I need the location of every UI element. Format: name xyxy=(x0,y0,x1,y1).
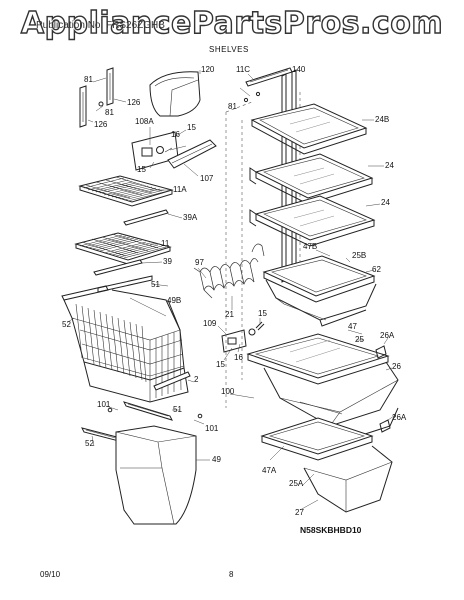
callout-26a: 26A xyxy=(392,413,407,422)
part-126-left-bracket xyxy=(79,67,127,128)
callout-62: 62 xyxy=(372,265,381,274)
callout-47: 47 xyxy=(348,322,357,331)
callout-24: 24 xyxy=(385,161,394,170)
part-24b-glass-shelf xyxy=(250,103,374,155)
callout-11: 11 xyxy=(161,239,170,248)
part-24-glass-shelf-2 xyxy=(249,195,381,247)
part-107-cover-strip xyxy=(167,139,217,177)
callout-39a: 39A xyxy=(183,213,198,222)
part-120-dairy-bin xyxy=(149,70,201,117)
part-11-wire-shelf xyxy=(74,232,172,265)
part-49-bin xyxy=(81,401,210,525)
part-39a-glide-strip xyxy=(123,209,183,226)
callout-97: 97 xyxy=(195,258,204,267)
callout-21: 21 xyxy=(225,310,234,319)
part-39-glide-strip xyxy=(93,259,163,276)
callout-126: 126 xyxy=(127,98,141,107)
callout-140: 140 xyxy=(292,65,306,74)
callout-25a: 25A xyxy=(289,479,304,488)
part-109-thermostat xyxy=(217,318,265,361)
callout-25b: 25B xyxy=(352,251,367,260)
callout-107: 107 xyxy=(200,174,214,183)
part-27-bottom-crisper xyxy=(260,415,395,513)
callout-81: 81 xyxy=(105,108,114,117)
callout-16: 16 xyxy=(234,353,243,362)
callout-24: 24 xyxy=(381,198,390,207)
callout-52: 52 xyxy=(62,320,71,329)
callout-15: 15 xyxy=(258,309,267,318)
callout-108a: 108A xyxy=(135,117,154,126)
callout-49: 49 xyxy=(212,455,221,464)
page-number: 8 xyxy=(229,570,234,579)
part-108a-control-housing xyxy=(131,127,187,171)
callout-26a: 26A xyxy=(380,331,395,340)
part-47b-small-crisper xyxy=(262,249,377,327)
part-49b-wire-basket xyxy=(61,275,189,403)
section-title: SHELVES xyxy=(209,45,249,54)
part-97-heater-coil xyxy=(193,243,265,310)
model-code: N58SKBHBD10 xyxy=(300,525,362,535)
callout-39: 39 xyxy=(163,257,172,266)
callout-81: 81 xyxy=(84,75,93,84)
callout-2: 2 xyxy=(194,375,199,384)
callout-81: 81 xyxy=(228,102,237,111)
part-47-large-crisper xyxy=(229,329,399,445)
callout-126: 126 xyxy=(94,120,108,129)
callout-15: 15 xyxy=(137,165,146,174)
watermark: AppliancePartsPros.com xyxy=(20,5,444,41)
callout-49b: 49B xyxy=(167,296,182,305)
part-11a-wire-shelf xyxy=(78,175,174,207)
callout-16: 16 xyxy=(171,130,180,139)
callout-11a: 11A xyxy=(173,185,187,194)
callout-27: 27 xyxy=(295,508,304,517)
callout-51: 51 xyxy=(173,405,182,414)
callout-47b: 47B xyxy=(303,242,318,251)
callout-109: 109 xyxy=(203,319,217,328)
callout-52: 52 xyxy=(85,439,94,448)
callout-120: 120 xyxy=(201,65,215,74)
callout-100: 100 xyxy=(221,387,235,396)
callout-47a: 47A xyxy=(262,466,277,475)
callout-51: 51 xyxy=(151,280,160,289)
publication-header: Publication No. FRS26ZGHB xyxy=(36,20,165,31)
footer-date: 09/10 xyxy=(40,570,61,579)
callout-24b: 24B xyxy=(375,115,390,124)
callout-15: 15 xyxy=(216,360,225,369)
callout-15: 15 xyxy=(187,123,196,132)
part-2-strip xyxy=(153,371,195,391)
callout-101: 101 xyxy=(97,400,111,409)
callout-25: 25 xyxy=(355,335,364,344)
callout-11c: 11C xyxy=(236,65,251,74)
callout-26: 26 xyxy=(392,362,401,371)
callout-101: 101 xyxy=(205,424,219,433)
